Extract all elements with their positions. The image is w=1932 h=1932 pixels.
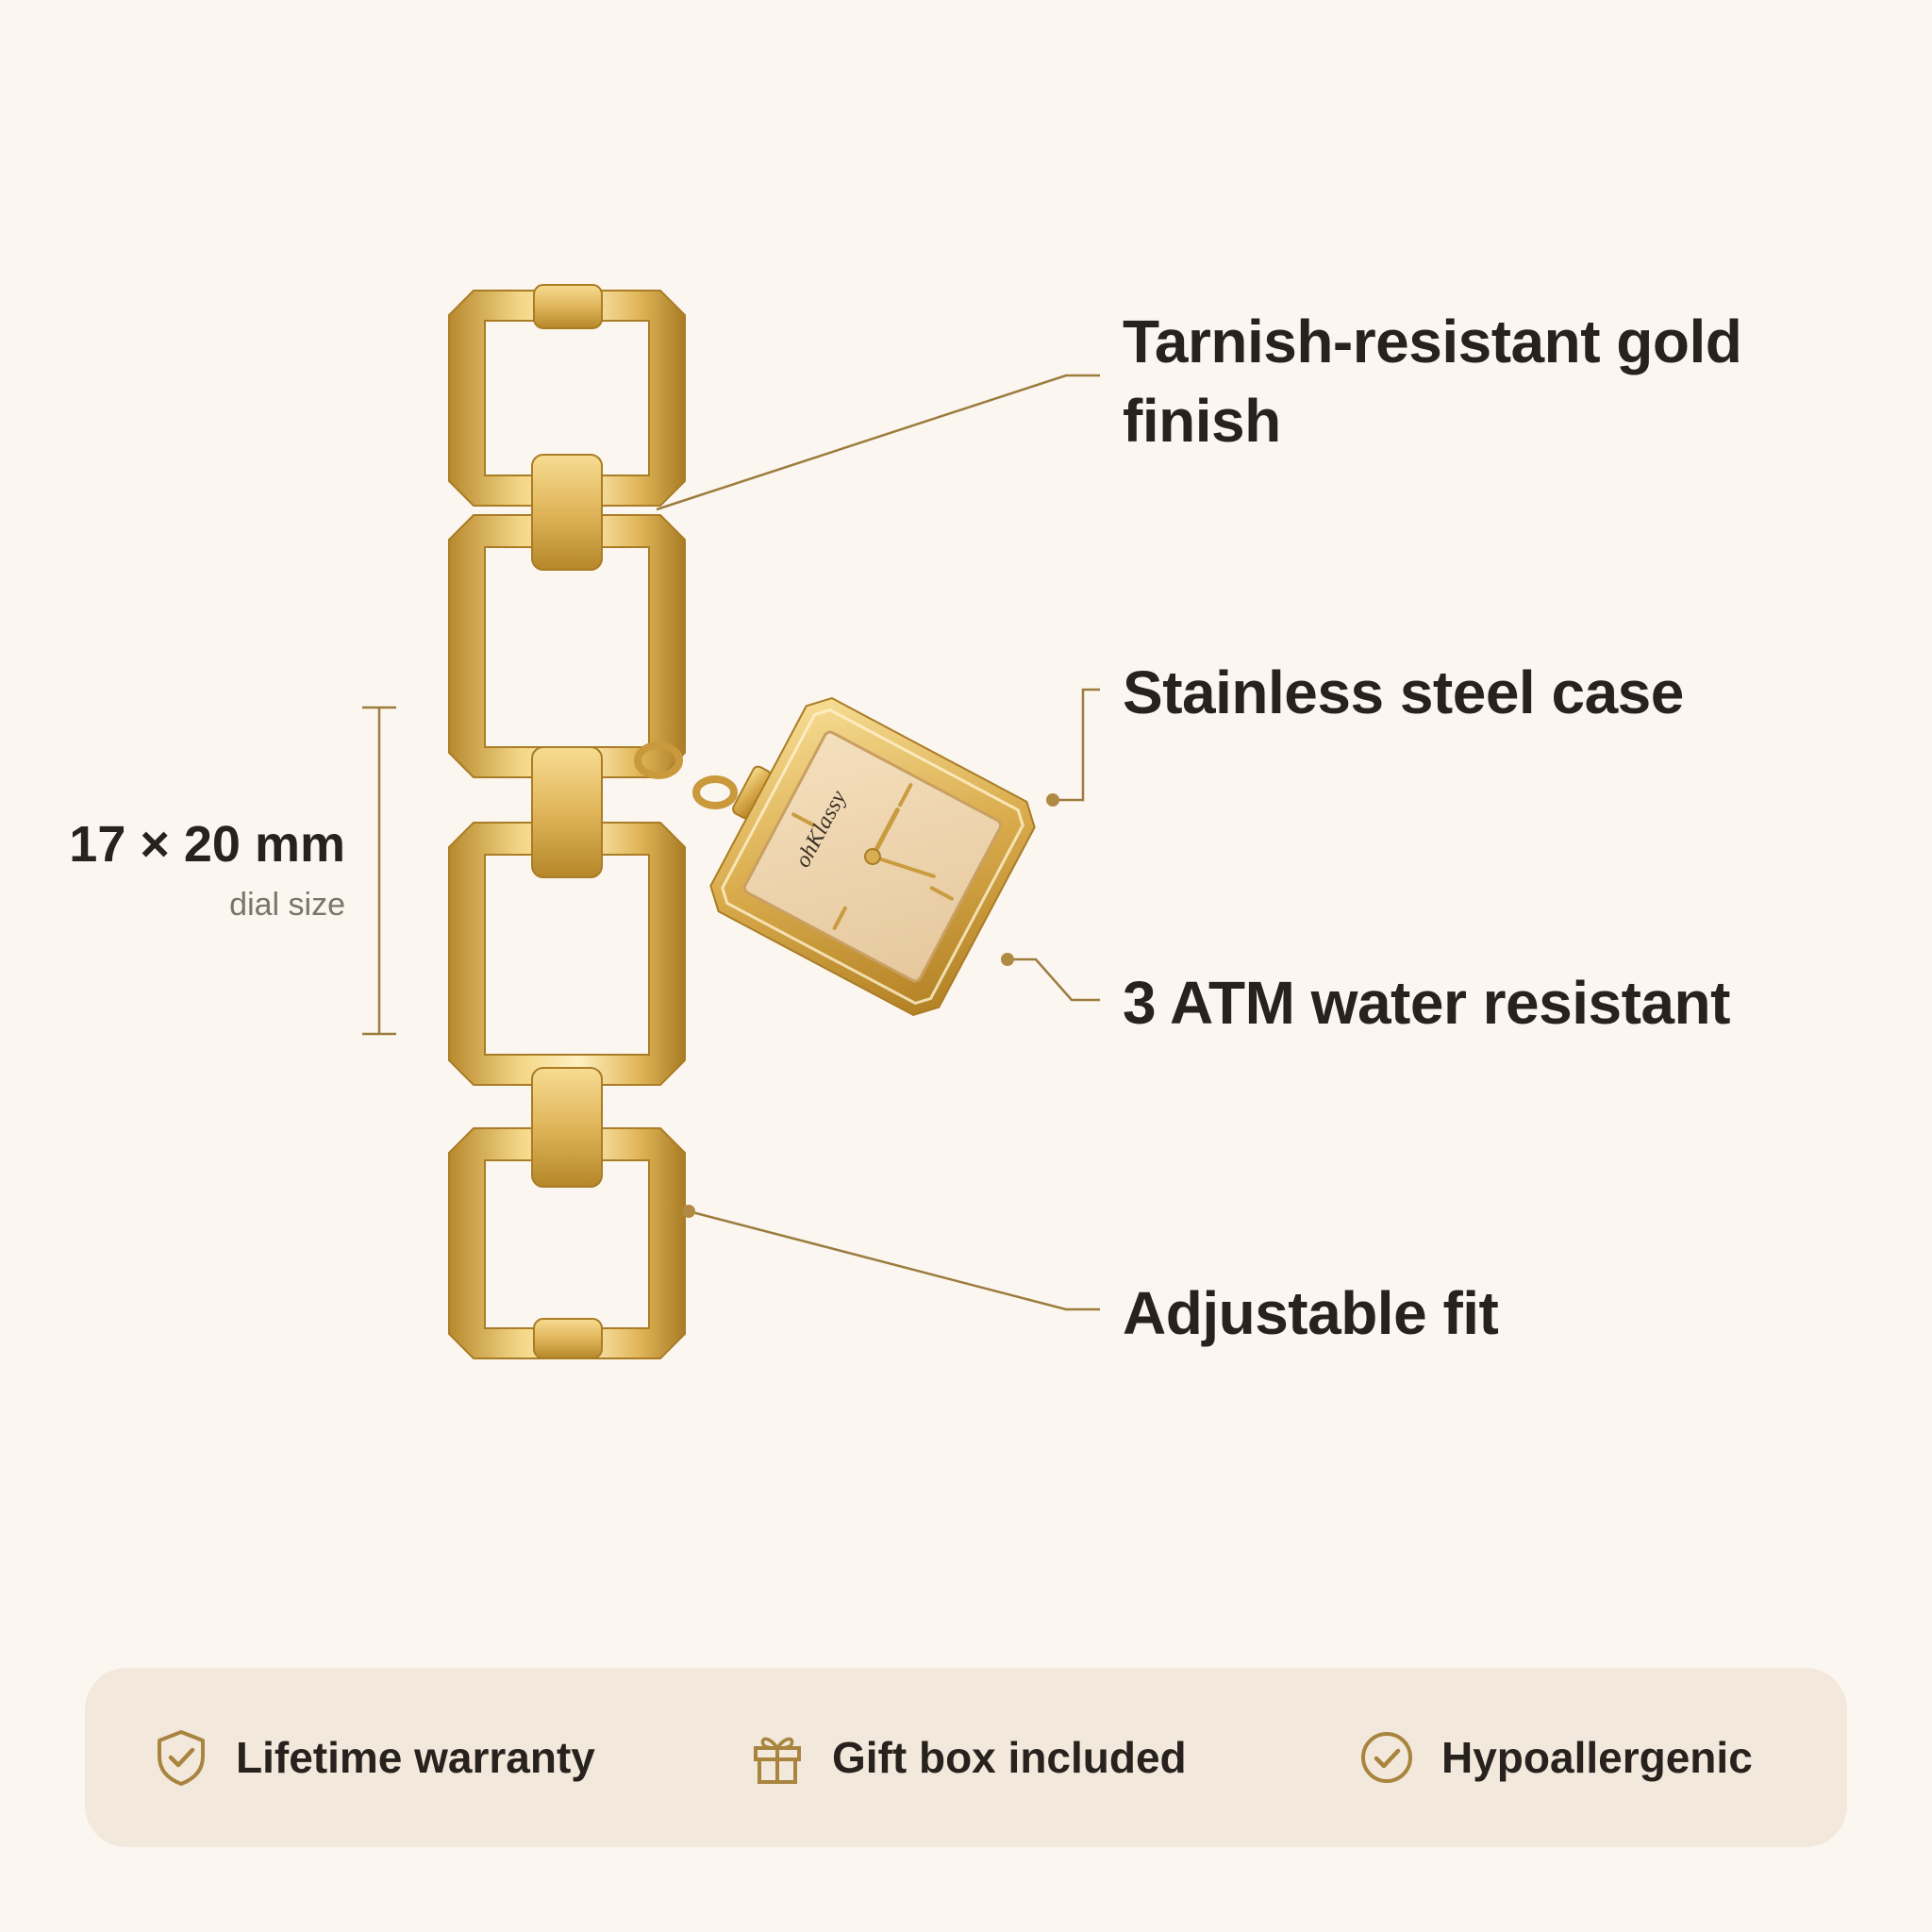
link-connector: [533, 284, 603, 329]
callout-line-case: [1053, 688, 1100, 802]
badge-hypoallergenic-label: Hypoallergenic: [1441, 1733, 1753, 1782]
callout-line-fit: [688, 1209, 1100, 1311]
link-connector: [531, 746, 603, 878]
badge-warranty: Lifetime warranty: [151, 1668, 595, 1847]
callout-lines: [656, 374, 1100, 1311]
dial-size-caption: dial size: [229, 887, 345, 923]
badge-gift-box-label: Gift box included: [832, 1733, 1187, 1782]
shield-check-icon: [158, 1730, 205, 1786]
feature-finish: Tarnish-resistant gold finish: [1123, 302, 1742, 460]
benefits-bar: Lifetime warranty Gift box included Hypo…: [85, 1668, 1847, 1847]
gift-box-icon: [754, 1737, 801, 1784]
badge-gift-box: Gift box included: [747, 1668, 1187, 1847]
badge-warranty-label: Lifetime warranty: [236, 1733, 595, 1782]
callout-line-water: [1008, 958, 1100, 1002]
dial-size-value: 17 × 20 mm: [69, 816, 345, 873]
link-connector: [531, 1067, 603, 1188]
watch: ohKlassy: [709, 696, 1036, 1017]
feature-finish-line-1: Tarnish-resistant gold: [1123, 308, 1742, 375]
dimension-bracket: [362, 706, 396, 1036]
hour-markers: [791, 783, 954, 930]
link-connector: [531, 454, 603, 571]
link-connector: [533, 1318, 603, 1359]
feature-water: 3 ATM water resistant: [1123, 969, 1730, 1037]
watch-hands: [864, 808, 936, 878]
badge-hypoallergenic: Hypoallergenic: [1357, 1668, 1753, 1847]
callout-dots: [682, 793, 1059, 1218]
feature-finish-line-2: finish: [1123, 387, 1281, 455]
callout-line-finish: [656, 374, 1100, 511]
feature-fit: Adjustable fit: [1123, 1279, 1499, 1347]
charm-ring: [634, 741, 738, 809]
check-circle-icon: [1361, 1732, 1412, 1783]
bracelet: [448, 284, 686, 1359]
feature-case: Stainless steel case: [1123, 658, 1684, 726]
